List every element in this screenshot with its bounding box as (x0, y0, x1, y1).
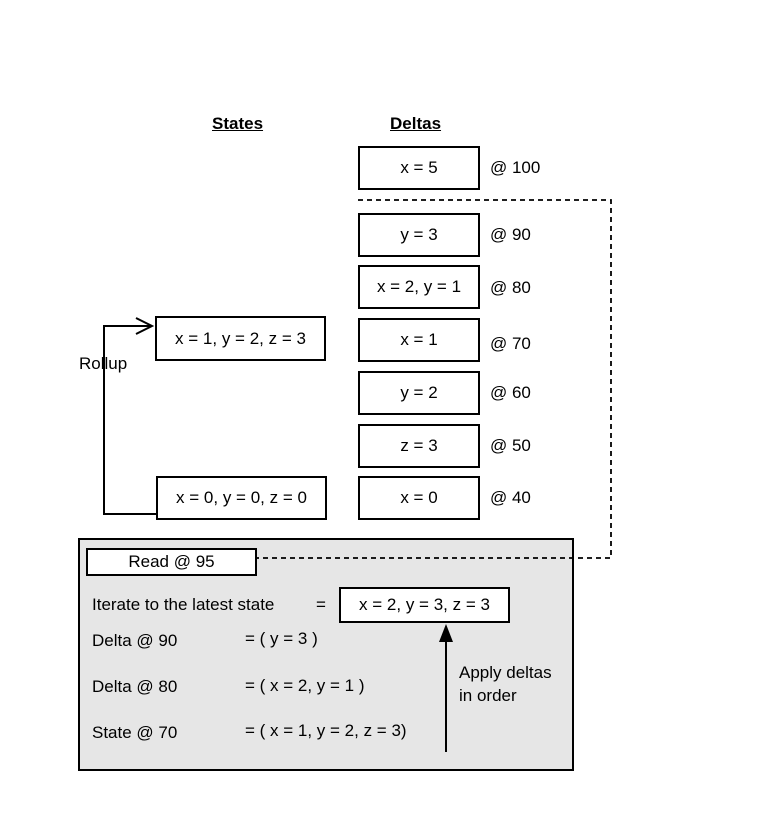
delta-timestamp: @ 100 (490, 158, 541, 177)
apply-label-line2: in order (459, 686, 517, 705)
read-box: Read @ 95 (86, 548, 257, 576)
rollup-connector-line (103, 325, 156, 515)
read-snapshot-dashed-line (257, 199, 612, 559)
delta-timestamp: @ 80 (490, 278, 531, 297)
delta-timestamp: @ 40 (490, 488, 531, 507)
apply-label-line1: Apply deltas (459, 663, 552, 682)
result-box: x = 2, y = 3, z = 3 (339, 587, 510, 623)
read-panel (78, 538, 574, 771)
row-label: Delta @ 80 (92, 677, 178, 696)
state-box: x = 1, y = 2, z = 3 (155, 316, 326, 361)
row-value: = ( y = 3 ) (245, 629, 318, 648)
rollup-arrow-head (135, 317, 155, 335)
delta-timestamp: @ 70 (490, 334, 531, 353)
row-value: = ( x = 1, y = 2, z = 3) (245, 721, 407, 740)
row-value: = ( x = 2, y = 1 ) (245, 676, 365, 695)
delta-timestamp: @ 90 (490, 225, 531, 244)
delta-box: x = 5 (358, 146, 480, 190)
delta-box: x = 0 (358, 476, 480, 520)
row-label: Delta @ 90 (92, 631, 178, 650)
delta-timestamp: @ 60 (490, 383, 531, 402)
apply-arrow-head (439, 624, 453, 642)
iterate-text: Iterate to the latest state (92, 595, 275, 614)
delta-box: y = 2 (358, 371, 480, 415)
row-label: State @ 70 (92, 723, 178, 742)
delta-box: z = 3 (358, 424, 480, 468)
delta-box: y = 3 (358, 213, 480, 257)
equals-sign: = (316, 595, 326, 614)
deltas-header: Deltas (390, 114, 442, 133)
states-header: States (212, 114, 264, 133)
state-box: x = 0, y = 0, z = 0 (156, 476, 327, 520)
delta-timestamp: @ 50 (490, 436, 531, 455)
delta-box: x = 1 (358, 318, 480, 362)
delta-box: x = 2, y = 1 (358, 265, 480, 309)
